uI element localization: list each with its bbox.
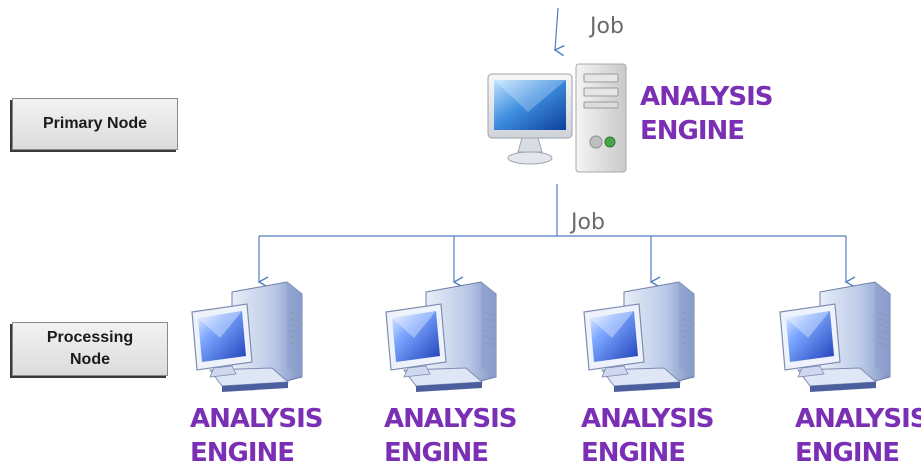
- processing-engine-1-line2: ENGINE: [190, 438, 295, 468]
- primary-engine-line1: ANALYSIS: [640, 82, 773, 112]
- incoming-job-label: Job: [590, 14, 624, 39]
- processing-engine-3-line2: ENGINE: [581, 438, 686, 468]
- processing-engine-4-line2: ENGINE: [795, 438, 900, 468]
- processing-engine-3-line1: ANALYSIS: [581, 404, 714, 434]
- primary-node-label: Primary Node: [12, 98, 178, 150]
- processing-computer-icon-1: [191, 281, 303, 393]
- primary-node-text: Primary Node: [42, 115, 148, 132]
- processing-engine-label-1: ANALYSIS ENGINE: [190, 402, 323, 470]
- processing-node-label: Processing Node: [12, 322, 168, 376]
- primary-engine-line2: ENGINE: [640, 116, 745, 146]
- processing-engine-label-2: ANALYSIS ENGINE: [384, 402, 517, 470]
- processing-engine-1-line1: ANALYSIS: [190, 404, 323, 434]
- processing-node-text-line2: Node: [69, 351, 110, 368]
- primary-computer-icon: [487, 63, 627, 173]
- distributed-job-label: Job: [571, 210, 605, 235]
- processing-computer-icon-4: [779, 281, 891, 393]
- processing-node-text-line1: Processing: [46, 329, 134, 346]
- processing-computer-icon-3: [583, 281, 695, 393]
- processing-engine-2-line2: ENGINE: [384, 438, 489, 468]
- processing-engine-label-3: ANALYSIS ENGINE: [581, 402, 714, 470]
- processing-computer-icon-2: [385, 281, 497, 393]
- processing-engine-2-line1: ANALYSIS: [384, 404, 517, 434]
- processing-engine-4-line1: ANALYSIS: [795, 404, 921, 434]
- incoming-job-arrow: [553, 7, 565, 57]
- primary-engine-label: ANALYSIS ENGINE: [640, 80, 773, 148]
- processing-engine-label-4: ANALYSIS ENGINE: [795, 402, 921, 470]
